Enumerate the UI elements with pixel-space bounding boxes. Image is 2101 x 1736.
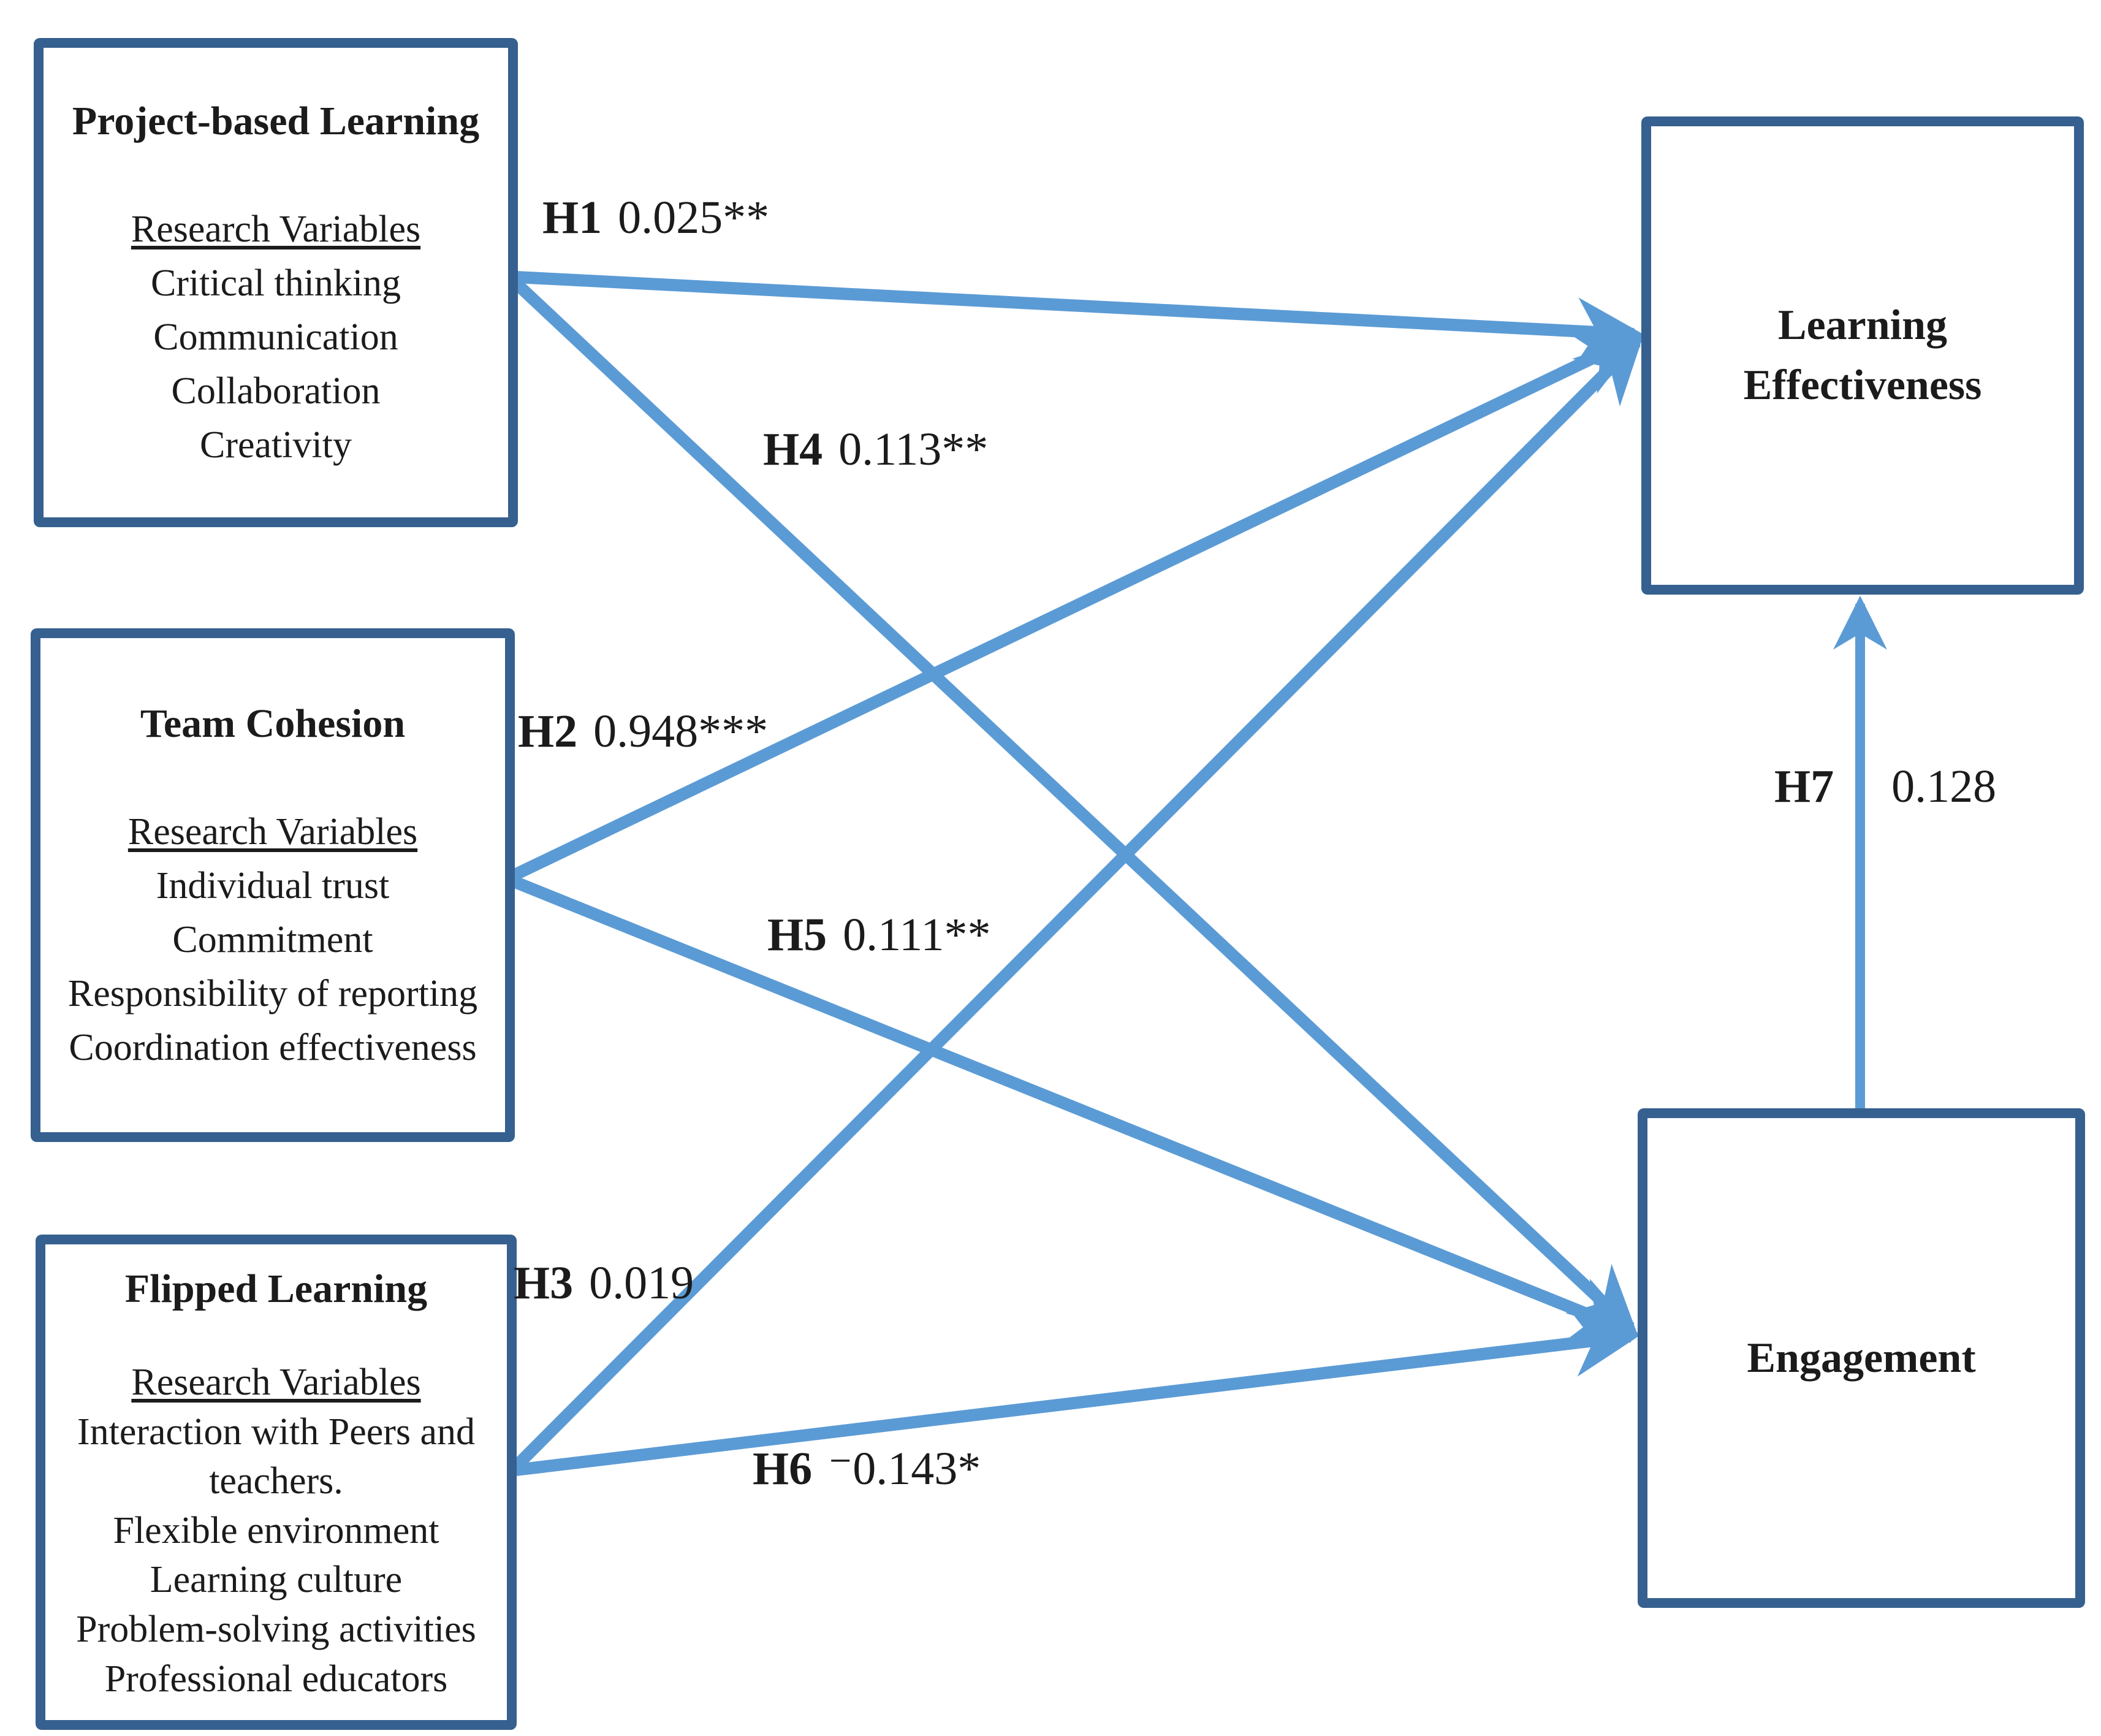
box-title: Engagement — [1747, 1334, 1976, 1382]
variable-item: Professional educators — [104, 1658, 448, 1700]
path-coefficient: ⁻0.143* — [828, 1443, 981, 1494]
hypothesis-id: H2 — [518, 706, 578, 757]
box-engagement: Engagement — [1638, 1108, 2085, 1608]
variable-item: Learning culture — [150, 1559, 403, 1601]
box-title: Team Cohesion — [140, 701, 406, 746]
hypothesis-id: H3 — [514, 1257, 574, 1309]
variable-item: Communication — [153, 316, 398, 359]
research-variables-heading: Research Variables — [127, 811, 418, 853]
research-variables-heading: Research Variables — [131, 1361, 421, 1404]
arrow-h6 — [515, 1309, 1641, 1476]
arrow-h3 — [511, 335, 1644, 1471]
variable-item: Critical thinking — [150, 262, 401, 305]
label-h7: H7 0.128 — [1774, 760, 1996, 813]
hypothesis-id: H7 — [1774, 761, 1834, 812]
box-flipped-learning: Flipped Learning Research Variables Inte… — [36, 1235, 517, 1730]
variable-item: Responsibility of reporting — [67, 973, 478, 1015]
label-h2: H2 0.948*** — [518, 705, 768, 758]
research-variables-heading: Research Variables — [131, 208, 421, 251]
variable-item: Flexible environment — [113, 1509, 439, 1551]
variable-item: Problem-solving activities — [76, 1608, 476, 1651]
hypothesis-id: H6 — [753, 1443, 813, 1494]
variable-item: Interaction with Peers and teachers. — [77, 1410, 476, 1502]
variable-item: Individual trust — [156, 865, 390, 907]
variable-item: Commitment — [172, 919, 373, 961]
arrow-h1 — [515, 271, 1644, 365]
path-coefficient: 0.111** — [843, 909, 991, 961]
path-coefficient: 0.019 — [589, 1257, 694, 1309]
hypothesis-id: H1 — [542, 192, 602, 243]
variable-item: Creativity — [200, 424, 352, 466]
path-coefficient: 0.025** — [618, 192, 770, 243]
hypothesis-id: H4 — [763, 424, 823, 475]
box-learning-effectiveness: Learning Effectiveness — [1641, 116, 2084, 595]
path-coefficient: 0.948*** — [593, 706, 769, 757]
arrow-h5 — [511, 875, 1640, 1342]
variable-item: Coordination effectiveness — [69, 1027, 477, 1069]
box-title: Flipped Learning — [124, 1266, 428, 1311]
box-title: Learning Effectiveness — [1743, 302, 1982, 409]
label-h1: H1 0.025** — [542, 191, 769, 245]
box-project-based-learning: Project-based Learning Research Variable… — [34, 38, 518, 527]
arrow-h4 — [512, 278, 1638, 1335]
variable-item: Collaboration — [171, 370, 381, 413]
label-h5: H5 0.111** — [767, 908, 990, 962]
label-h3: H3 0.019 — [514, 1257, 694, 1310]
hypothesis-id: H5 — [767, 909, 827, 961]
label-h6: H6 ⁻0.143* — [753, 1441, 981, 1496]
box-title: Project-based Learning — [72, 98, 480, 143]
label-h4: H4 0.113** — [763, 423, 988, 476]
box-team-cohesion: Team Cohesion Research Variables Individ… — [31, 628, 515, 1142]
path-coefficient: 0.128 — [1891, 761, 1997, 812]
path-coefficient: 0.113** — [838, 424, 989, 475]
arrow-h2 — [511, 332, 1643, 881]
